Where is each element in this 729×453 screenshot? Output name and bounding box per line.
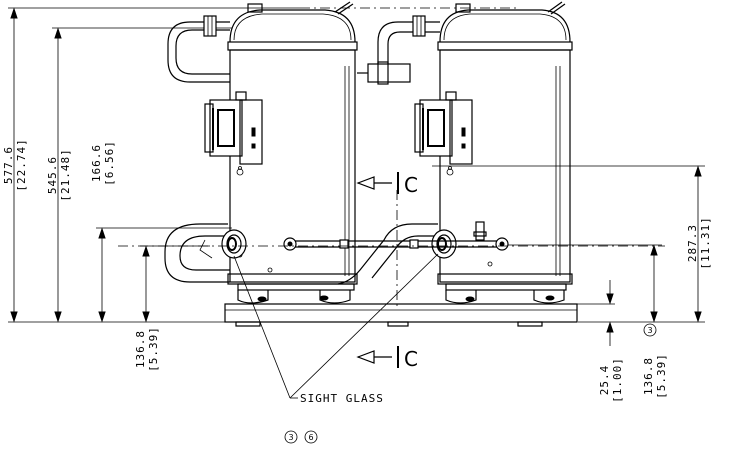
center-lines — [118, 7, 665, 310]
dim-suction-right-mm: 136.8 — [642, 357, 655, 395]
dim-suction-right-in: [5.39] — [655, 353, 668, 399]
dim-overall-height-in: [22.74] — [15, 138, 28, 191]
dim-discharge-height-in: [6.56] — [103, 140, 116, 186]
base-rails — [224, 303, 578, 327]
dim-discharge-height-mm: 166.6 — [90, 144, 103, 182]
oil-equalizer-line — [283, 237, 509, 251]
left-compressor — [164, 1, 358, 304]
left-dimensions: 577.6 [22.74] 545.6 [21.48] 166.6 [6.56]… — [2, 7, 300, 372]
dim-top-height-mm: 545.6 — [46, 156, 59, 194]
dim-suction-left-in: [5.39] — [147, 326, 160, 372]
dim-suction-left-mm: 136.8 — [134, 330, 147, 368]
note-a-number: 3 — [288, 433, 293, 442]
dim-mid-height-mm: 287.3 — [686, 224, 699, 262]
section-marks: C C — [356, 172, 418, 371]
sight-glass-label: SIGHT GLASS — [300, 392, 384, 405]
sight-glass-callout: SIGHT GLASS — [233, 253, 439, 405]
dim-base-height-in: [1.00] — [611, 357, 624, 403]
note-dim-number: 3 — [647, 326, 652, 335]
section-mark-bottom: C — [404, 347, 418, 371]
right-compressor — [337, 1, 573, 304]
dim-overall-height-mm: 577.6 — [2, 146, 15, 184]
note-b-number: 6 — [308, 433, 313, 442]
notes: 3 6 — [284, 430, 318, 444]
dim-base-height-mm: 25.4 — [598, 365, 611, 396]
dim-top-height-in: [21.48] — [59, 148, 72, 201]
section-mark-top: C — [404, 173, 418, 197]
dim-mid-height-in: [11.31] — [699, 216, 712, 269]
